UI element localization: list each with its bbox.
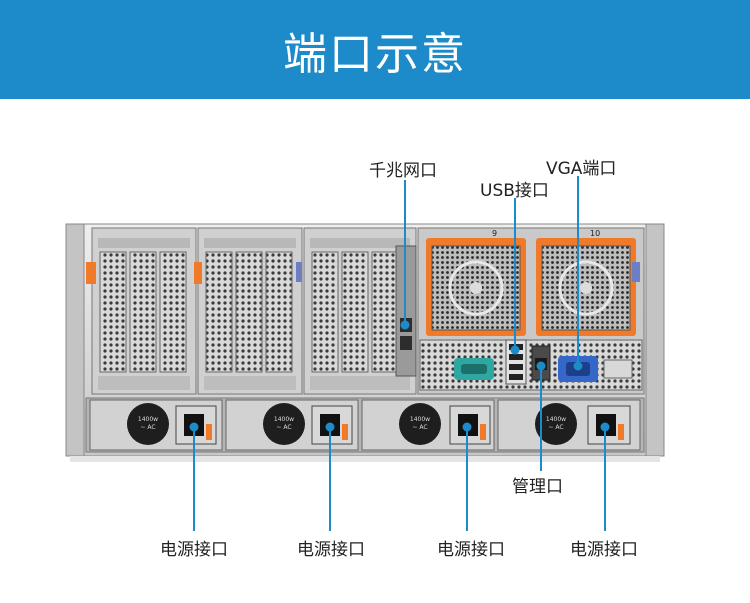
label-power-port-3: 电源接口 [437,540,505,560]
usb-port-icon [509,364,523,370]
svg-text:~ AC: ~ AC [548,424,563,431]
label-power-port-4: 电源接口 [570,540,638,560]
svg-text:~ AC: ~ AC [140,424,155,431]
label-vga-port: VGA端口 [546,159,617,179]
usb-port-icon [509,374,523,380]
pcie-cage-left [86,227,197,395]
svg-text:1400w: 1400w [138,416,158,423]
label-management-port: 管理口 [512,477,563,497]
power-supply-4: 1400w ~ AC [497,399,641,451]
usb-port-icon [509,354,523,360]
svg-text:1400w: 1400w [546,416,566,423]
page-title: 端口示意 [283,28,467,80]
svg-text:~ AC: ~ AC [276,424,291,431]
power-supply-1: 1400w ~ AC [89,399,223,451]
release-latch-icon [86,262,96,284]
power-supply-3: 1400w ~ AC [361,399,495,451]
pcie-cage-middle [194,227,303,395]
svg-text:1400w: 1400w [274,416,294,423]
release-latch-icon [194,262,202,284]
label-power-port-2: 电源接口 [297,540,365,560]
label-gigabit-port: 千兆网口 [369,161,437,181]
io-fan-module: 9 10 [417,227,645,395]
svg-text:1400w: 1400w [410,416,430,423]
label-power-port-1: 电源接口 [160,540,228,560]
slot-label: 10 [590,229,600,238]
label-usb-port: USB接口 [480,181,549,201]
slot-label: 9 [492,229,497,238]
callout-lines [189,176,610,531]
svg-text:~ AC: ~ AC [412,424,427,431]
power-supply-2: 1400w ~ AC [225,399,359,451]
header-banner: 端口示意 [0,0,750,99]
